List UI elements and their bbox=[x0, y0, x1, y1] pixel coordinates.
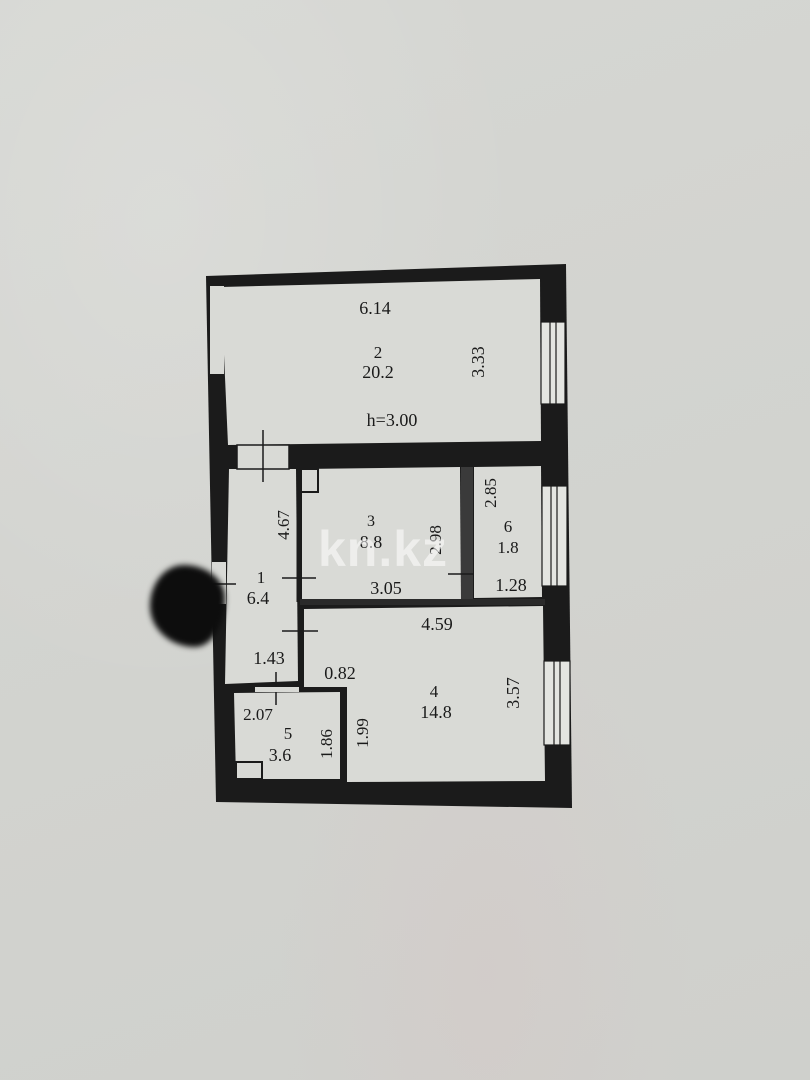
partition-wall bbox=[461, 467, 473, 600]
room-4-number: 4 bbox=[430, 682, 439, 701]
room-5-number: 5 bbox=[284, 724, 293, 743]
room-4-short-depth: 1.99 bbox=[353, 718, 372, 748]
room-1-floor bbox=[225, 469, 298, 684]
room-4-width: 4.59 bbox=[421, 614, 453, 634]
room-4-area: 14.8 bbox=[420, 702, 452, 722]
room-2-width: 6.14 bbox=[359, 298, 391, 318]
room-2-area: 20.2 bbox=[362, 362, 394, 382]
room-6-depth: 2.85 bbox=[481, 478, 500, 508]
room-3-floor bbox=[302, 467, 461, 602]
room-6-area: 1.8 bbox=[497, 538, 518, 557]
window-room-2 bbox=[540, 321, 566, 405]
finger-smudge bbox=[150, 565, 225, 647]
room-2-floor bbox=[221, 279, 541, 445]
watermark: kn.kz bbox=[318, 521, 449, 577]
room-1-width: 1.43 bbox=[253, 648, 285, 668]
room-6-floor bbox=[474, 466, 542, 598]
room-6-width: 1.28 bbox=[495, 575, 527, 595]
ventilation-shaft bbox=[300, 468, 319, 493]
room-5-depth: 1.86 bbox=[317, 729, 336, 759]
room-6-number: 6 bbox=[504, 517, 513, 536]
room-4-depth: 3.57 bbox=[503, 677, 523, 709]
room-2-number: 2 bbox=[374, 343, 383, 362]
wall-segment-light bbox=[210, 286, 224, 374]
room-5-area: 3.6 bbox=[269, 745, 292, 765]
ceiling-height: h=3.00 bbox=[367, 410, 418, 430]
room-3-area: 8.8 bbox=[360, 532, 383, 552]
room-5-floor bbox=[234, 692, 340, 779]
room-1-number: 1 bbox=[257, 568, 266, 587]
room-2-depth: 3.33 bbox=[468, 346, 488, 378]
window-room-6 bbox=[541, 485, 568, 587]
bathroom-shaft bbox=[235, 761, 263, 780]
room-5-width: 2.07 bbox=[243, 705, 273, 724]
room-3-width: 3.05 bbox=[370, 578, 402, 598]
room-1-length: 4.67 bbox=[274, 510, 293, 540]
room-3-number: 3 bbox=[367, 513, 375, 530]
room-1-area: 6.4 bbox=[247, 588, 270, 608]
room-4-offset: 0.82 bbox=[324, 663, 356, 683]
room-3-depth: 2.98 bbox=[426, 525, 445, 555]
room-4-floor bbox=[304, 606, 545, 782]
window-room-4 bbox=[543, 660, 571, 746]
